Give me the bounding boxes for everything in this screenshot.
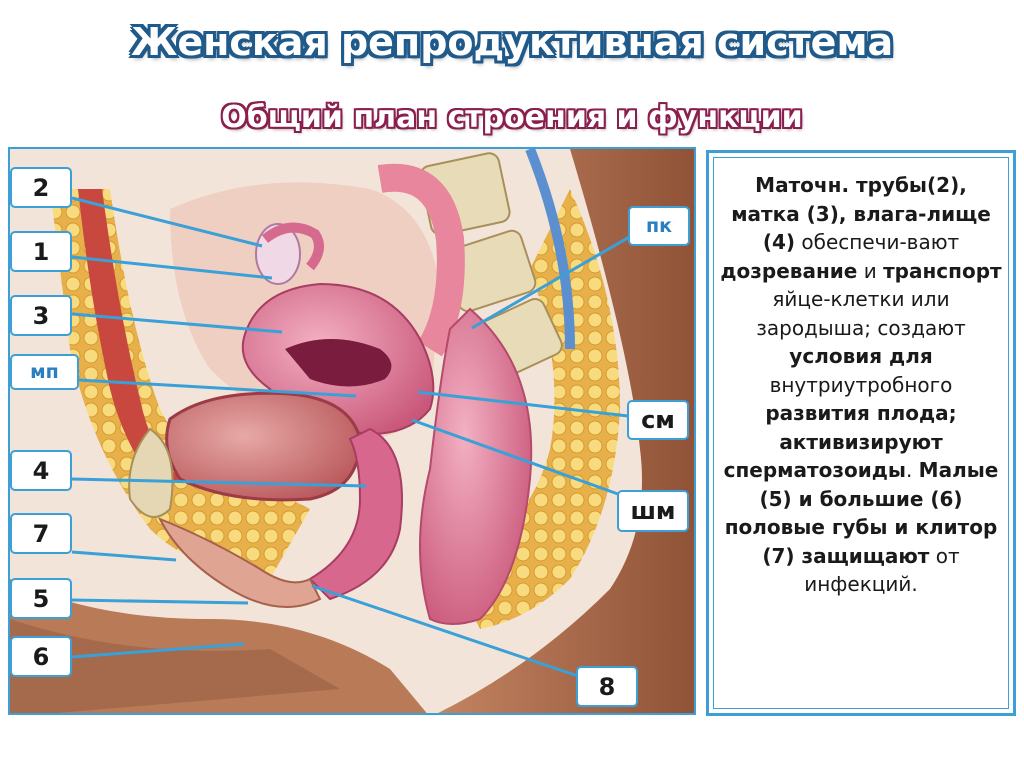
- desc-transport: транспорт: [883, 258, 1002, 283]
- page-title: Женская репродуктивная система: [130, 20, 894, 64]
- description-panel-inner: [713, 157, 1009, 709]
- desc-maturation: дозревание: [720, 258, 858, 283]
- desc-egg: яйце-клетки или зародыша; создают: [756, 287, 966, 340]
- label-8: 8: [576, 666, 638, 707]
- label-6-labia-majora: 6: [10, 636, 72, 677]
- label-7-clitoris: 7: [10, 513, 72, 554]
- label-mp-bladder: мп: [10, 354, 79, 390]
- desc-protect: Малые (5) и большие (6) половые губы и к…: [724, 458, 999, 568]
- label-5-labia-minora: 5: [10, 578, 72, 619]
- label-3-uterus: 3: [10, 295, 72, 336]
- description-panel: Маточн. трубы(2), матка (3), влага-лище …: [706, 150, 1016, 716]
- description-text: Маточн. трубы(2), матка (3), влага-лище …: [719, 171, 1003, 599]
- anatomy-drawing: [10, 149, 694, 713]
- anatomy-illustration: [8, 147, 696, 715]
- desc-conditions: условия для: [789, 344, 933, 368]
- desc-organs: Маточн. трубы(2), матка (3), влага-лище …: [731, 173, 991, 254]
- desc-infections: от инфекций.: [804, 543, 960, 597]
- desc-and: и: [857, 258, 884, 283]
- label-pk: пк: [628, 206, 690, 246]
- label-1-ovary: 1: [10, 231, 72, 272]
- desc-intrauterine: внутриутробного: [769, 372, 953, 397]
- desc-development: развития плода; активизируют сперматозои…: [723, 401, 957, 482]
- label-2-fallopian-tube: 2: [10, 167, 72, 208]
- desc-provide: обеспечи-вают: [795, 230, 960, 254]
- desc-period: .: [905, 458, 919, 482]
- label-sm: см: [627, 400, 689, 440]
- label-shm: шм: [617, 490, 689, 532]
- page-subtitle: Общий план строения и функции: [221, 100, 803, 135]
- label-4-vagina: 4: [10, 450, 72, 491]
